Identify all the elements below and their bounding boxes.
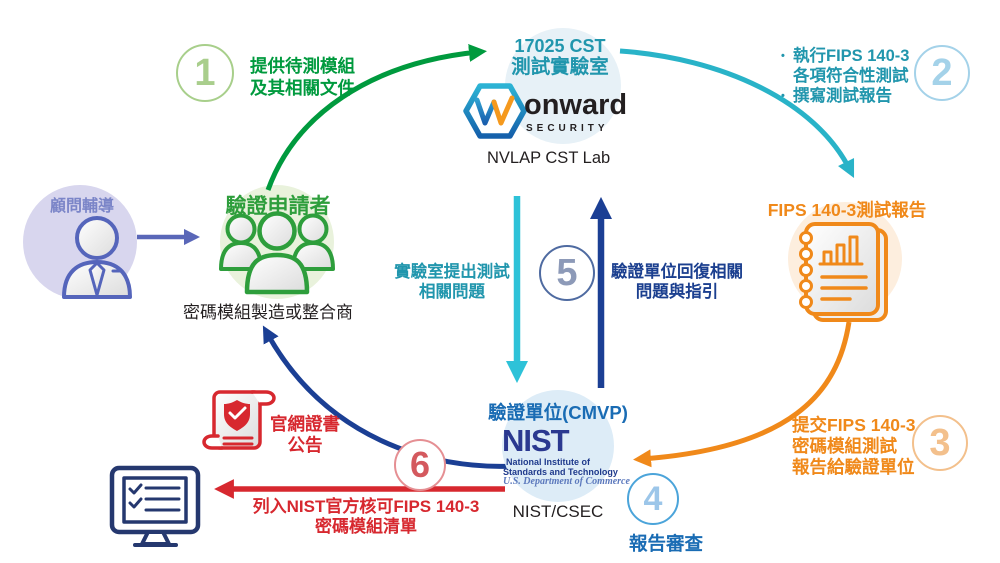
step-5-left-line2: 相關問題	[419, 283, 485, 301]
step-1-label: 提供待測模組 及其相關文件	[250, 56, 355, 99]
applicant-sublabel: 密碼模組製造或整合商	[183, 303, 353, 322]
step-5-right-label: 驗證單位回復相關 問題與指引	[604, 262, 750, 302]
cmvp-caption: NIST/CSEC	[512, 502, 604, 521]
nist-line2: Standards and Technology	[503, 467, 618, 477]
consultant-label: 顧問輔導	[49, 198, 114, 215]
step-2-line2: 各項符合性測試	[793, 67, 909, 85]
step-4-circle: 4	[627, 473, 679, 525]
bullet-dot-icon: •	[781, 50, 785, 62]
onward-wordmark: onward	[524, 89, 628, 121]
step-5-right-line2: 問題與指引	[635, 283, 719, 301]
cmvp-bg-circle	[502, 390, 614, 502]
step-6-line2: 密碼模組清單	[315, 517, 417, 536]
certificate-line2: 公告	[287, 435, 323, 455]
nist-line3: U.S. Department of Commerce	[503, 476, 630, 487]
lab-caption: NVLAP CST Lab	[487, 149, 611, 167]
step-6-circle: 6	[394, 439, 446, 491]
step-2-label: • 執行FIPS 140-3 各項符合性測試 • 撰寫測試報告	[781, 46, 909, 106]
step-3-number: 3	[929, 421, 951, 464]
nist-line1: National Institute of	[506, 457, 590, 467]
lab-bg-circle	[505, 28, 621, 144]
test-report-notebook-icon	[799, 222, 888, 322]
step-1-line1: 提供待測模組	[250, 56, 355, 76]
onward-security-logo-icon	[463, 83, 527, 139]
arrow-lab-to-report	[619, 48, 855, 179]
step-3-label: 提交FIPS 140-3 密碼模組測試 報告給驗證單位	[792, 415, 916, 478]
step-3-line2: 密碼模組測試	[792, 436, 897, 456]
step-2-line3: 撰寫測試報告	[793, 87, 892, 105]
arrow-applicant-to-lab	[265, 43, 487, 191]
step-5-left-line1: 實驗室提出測試	[394, 263, 510, 281]
nist-wordmark: NIST	[502, 423, 570, 458]
step-5-number: 5	[556, 251, 578, 294]
step-2-bullet-row-3: • 撰寫測試報告	[781, 86, 909, 106]
consultant-person-icon	[62, 216, 132, 299]
step-2-line1: 執行FIPS 140-3	[793, 47, 910, 65]
step-5-left-label: 實驗室提出測試 相關問題	[386, 262, 518, 302]
step-3-line3: 報告給驗證單位	[792, 457, 915, 477]
step-1-number: 1	[194, 51, 216, 94]
arrow-report-to-cmvp	[633, 321, 852, 468]
step-3-line1: 提交FIPS 140-3	[792, 415, 916, 435]
step-6-line1: 列入NIST官方核可FIPS 140-3	[252, 497, 480, 516]
step-2-bullet-row-2: 各項符合性測試	[793, 66, 909, 86]
step-4-number: 4	[643, 479, 663, 518]
step-1-circle: 1	[176, 44, 234, 102]
arrow-cmvp-to-applicant	[262, 325, 515, 469]
step-3-circle: 3	[912, 415, 968, 471]
step-2-circle: 2	[914, 45, 970, 101]
step-6-label: 列入NIST官方核可FIPS 140-3 密碼模組清單	[241, 497, 491, 537]
report-label: FIPS 140-3測試報告	[767, 200, 927, 220]
applicant-people-icon	[219, 211, 335, 295]
step-4-label: 報告審查	[628, 533, 703, 554]
cmvp-label: 驗證單位(CMVP)	[488, 402, 628, 423]
certificate-scroll-icon	[202, 390, 276, 450]
bullet-dot-icon: •	[781, 90, 785, 102]
step-2-number: 2	[931, 51, 953, 94]
onward-security-subtext: SECURITY	[526, 123, 609, 134]
step-5-circle: 5	[539, 245, 595, 301]
lab-title-line1: 17025 CST	[514, 36, 606, 56]
step-2-bullet-row-1: • 執行FIPS 140-3	[781, 46, 909, 66]
lab-title: 17025 CST 測試實驗室	[500, 36, 620, 78]
certificate-label: 官網證書 公告	[264, 414, 346, 456]
step-5-right-line1: 驗證單位回復相關	[611, 263, 743, 281]
certificate-line1: 官網證書	[270, 414, 340, 434]
lab-title-line2: 測試實驗室	[511, 56, 609, 78]
step-1-line2: 及其相關文件	[250, 77, 355, 98]
monitor-checklist-icon	[109, 465, 201, 547]
applicant-label: 驗證申請者	[225, 195, 331, 218]
step-6-number: 6	[409, 444, 431, 485]
